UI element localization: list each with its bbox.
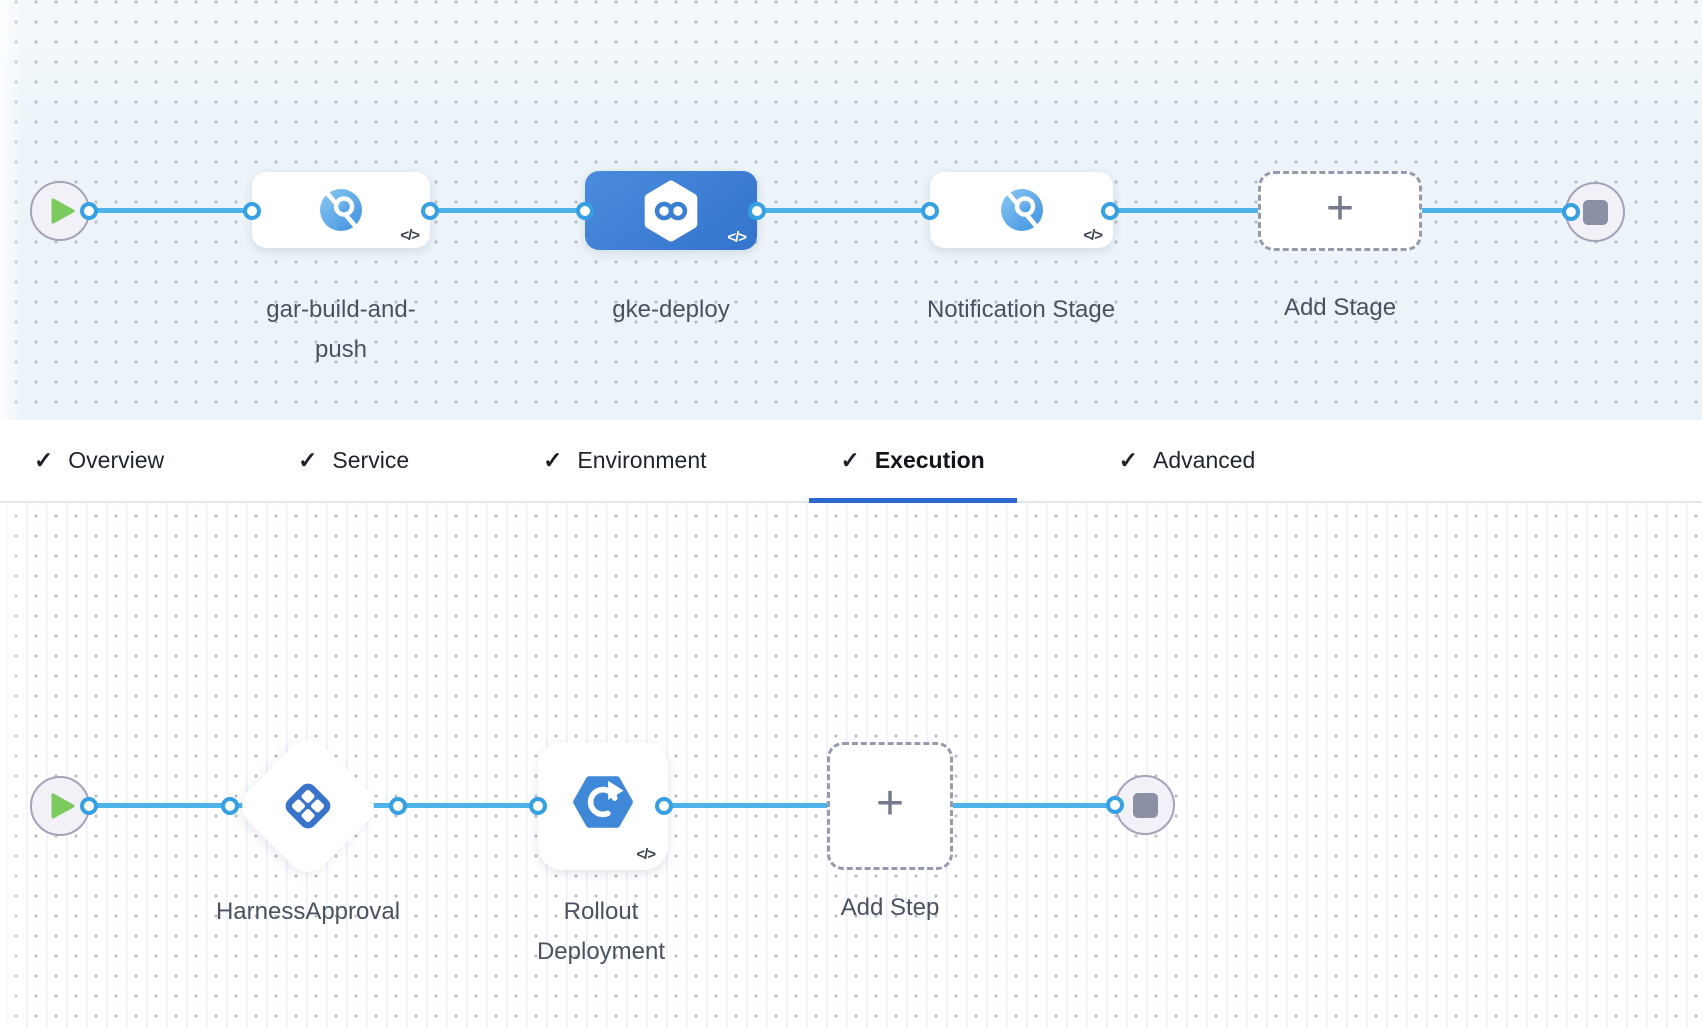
port[interactable]	[1562, 203, 1580, 221]
stage-label: gke-deploy	[612, 296, 730, 323]
execution-end-node	[1115, 775, 1175, 835]
check-icon: ✓	[543, 447, 563, 473]
stage-connector-line	[60, 208, 1595, 213]
add-step-label: Add Step	[840, 894, 940, 921]
stage-pipeline-canvas: </> </> </> + gar-build-and-push gke-dep…	[0, 0, 1702, 420]
port[interactable]	[748, 202, 766, 220]
step-label: HarnessApproval	[215, 898, 401, 925]
code-icon: </>	[400, 227, 420, 244]
check-icon: ✓	[1118, 447, 1139, 473]
tab-label: Service	[332, 447, 410, 473]
tab-label: Advanced	[1153, 447, 1256, 473]
check-icon: ✓	[840, 447, 860, 473]
port[interactable]	[576, 202, 594, 220]
port[interactable]	[389, 797, 407, 815]
play-icon	[51, 198, 75, 224]
add-stage-label: Add Stage	[1283, 294, 1397, 321]
tab-label: Environment	[577, 447, 707, 473]
tab-environment[interactable]: ✓ Environment	[511, 420, 738, 501]
check-icon: ✓	[34, 447, 54, 473]
stage-tabbar: ✓ Overview ✓ Service ✓ Environment ✓ Exe…	[0, 420, 1702, 503]
port[interactable]	[80, 202, 98, 220]
port[interactable]	[1101, 202, 1119, 220]
port[interactable]	[221, 797, 239, 815]
ci-build-icon	[1000, 189, 1043, 231]
code-icon: </>	[1083, 227, 1103, 244]
stop-icon	[1132, 792, 1158, 818]
code-icon: </>	[727, 229, 747, 246]
play-icon	[51, 793, 75, 819]
step-label: Rollout Deployment	[536, 898, 666, 965]
stage-card-gar-build-and-push[interactable]: </>	[252, 172, 430, 248]
stage-label: gar-build-and-push	[266, 296, 416, 363]
tab-overview[interactable]: ✓ Overview	[2, 420, 196, 501]
pipeline-start-node	[30, 181, 90, 241]
code-icon: </>	[636, 846, 656, 863]
cd-hexagon-infinity-icon	[644, 180, 698, 241]
plus-icon: +	[875, 776, 905, 830]
stage-card-notification-stage[interactable]: </>	[930, 172, 1113, 248]
stop-icon	[1582, 199, 1608, 225]
step-card-rollout-deployment[interactable]: </>	[538, 742, 668, 870]
tab-service[interactable]: ✓ Service	[266, 420, 441, 501]
port[interactable]	[243, 202, 261, 220]
gke-rollout-icon	[573, 776, 633, 828]
port[interactable]	[80, 797, 98, 815]
stage-card-gke-deploy[interactable]: </>	[585, 171, 757, 250]
port[interactable]	[1106, 796, 1124, 814]
tab-execution[interactable]: ✓ Execution	[808, 420, 1017, 503]
tab-label: Execution	[874, 447, 985, 473]
add-step-button[interactable]: +	[827, 742, 953, 870]
plus-icon: +	[1325, 181, 1355, 235]
ci-build-icon	[320, 189, 362, 231]
add-stage-button[interactable]: +	[1258, 171, 1422, 251]
step-card-harness-approval[interactable]	[233, 731, 383, 881]
port[interactable]	[529, 797, 547, 815]
execution-steps-canvas: </> + HarnessApproval Rollout Deployment…	[0, 503, 1702, 1028]
tab-advanced[interactable]: ✓ Advanced	[1087, 420, 1288, 501]
check-icon: ✓	[298, 447, 318, 473]
stage-label: Notification Stage	[926, 296, 1116, 323]
port[interactable]	[421, 202, 439, 220]
port[interactable]	[921, 202, 939, 220]
tab-label: Overview	[68, 447, 165, 473]
port[interactable]	[655, 797, 673, 815]
